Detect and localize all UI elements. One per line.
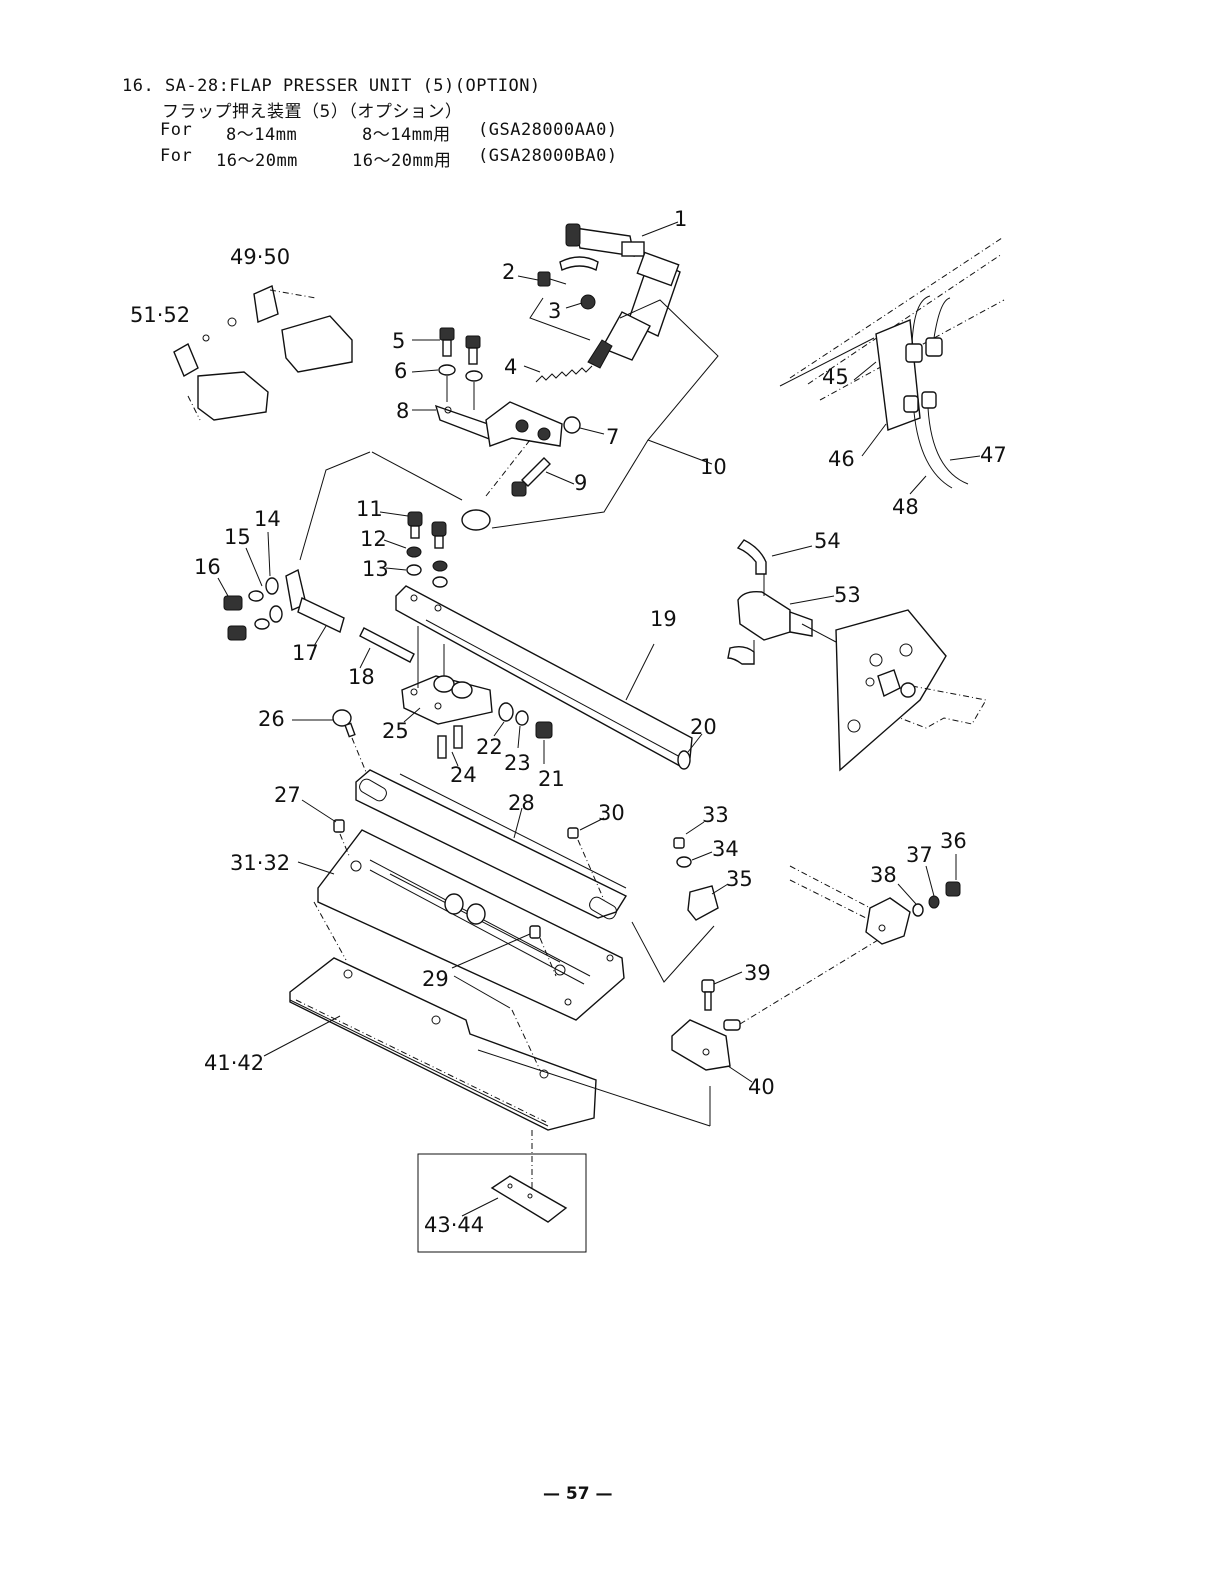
valve-assembly-45-48 [790, 238, 1004, 488]
washer-34 [677, 857, 691, 867]
nut-7 [564, 417, 580, 433]
washer-23 [516, 711, 528, 725]
bracket-8 [436, 402, 562, 446]
label-13: 13 [362, 557, 389, 581]
screw-33 [674, 838, 684, 848]
label-4: 4 [504, 355, 517, 379]
screw-5-a [440, 328, 454, 356]
detail-51-52 [174, 335, 268, 420]
screw-2 [538, 272, 566, 286]
washer-12 [407, 547, 421, 557]
label-29: 29 [422, 967, 449, 991]
washer-6-b [466, 371, 482, 381]
plate-43-44 [492, 1176, 566, 1222]
label-5: 5 [392, 329, 405, 353]
bracket-35 [688, 886, 718, 920]
label-7: 7 [606, 425, 619, 449]
label-53: 53 [834, 583, 861, 607]
label-16: 16 [194, 555, 221, 579]
label-33: 33 [702, 803, 729, 827]
label-36: 36 [940, 829, 967, 853]
label-39: 39 [744, 961, 771, 985]
label-3: 3 [548, 299, 561, 323]
washer-6-a [439, 365, 455, 375]
label-54: 54 [814, 529, 841, 553]
block-25 [402, 676, 492, 724]
label-49-50: 49·50 [230, 245, 290, 269]
label-23: 23 [504, 751, 531, 775]
washer-22 [499, 703, 513, 721]
screw-21 [536, 722, 552, 738]
label-12: 12 [360, 527, 387, 551]
screw-30 [568, 828, 578, 838]
label-47: 47 [980, 443, 1007, 467]
label-31-32: 31·32 [230, 851, 290, 875]
label-21: 21 [538, 767, 565, 791]
page-number: — 57 — [543, 1484, 613, 1504]
label-45: 45 [822, 365, 849, 389]
label-19: 19 [650, 607, 677, 631]
label-18: 18 [348, 665, 375, 689]
label-30: 30 [598, 801, 625, 825]
label-8: 8 [396, 399, 409, 423]
label-1: 1 [674, 207, 687, 231]
air-cylinder-assembly [560, 224, 680, 368]
label-6: 6 [394, 359, 407, 383]
label-51-52: 51·52 [130, 303, 190, 327]
screw-26 [333, 710, 355, 737]
label-15: 15 [224, 525, 251, 549]
screw-5-b [466, 336, 480, 364]
label-11: 11 [356, 497, 383, 521]
screw-9 [512, 458, 550, 496]
label-38: 38 [870, 863, 897, 887]
label-9: 9 [574, 471, 587, 495]
label-26: 26 [258, 707, 285, 731]
setscrew-24-a [438, 736, 446, 758]
label-40: 40 [748, 1075, 775, 1099]
label-41-42: 41·42 [204, 1051, 264, 1075]
label-28: 28 [508, 791, 535, 815]
screws-11 [408, 512, 446, 548]
label-27: 27 [274, 783, 301, 807]
bracket-40 [672, 980, 740, 1070]
detail-49-50 [228, 286, 352, 372]
nut-10 [462, 510, 490, 530]
label-43-44: 43·44 [424, 1213, 484, 1237]
washer-13 [407, 565, 421, 575]
nut-3 [581, 295, 595, 309]
label-22: 22 [476, 735, 503, 759]
label-37: 37 [906, 843, 933, 867]
label-14: 14 [254, 507, 281, 531]
label-2: 2 [502, 260, 515, 284]
label-20: 20 [690, 715, 717, 739]
label-10: 10 [700, 455, 727, 479]
valve-assembly-53-54 [728, 540, 986, 770]
label-48: 48 [892, 495, 919, 519]
label-46: 46 [828, 447, 855, 471]
screw-29 [530, 926, 540, 938]
inset-box-43-44 [418, 1154, 586, 1252]
label-24: 24 [450, 763, 477, 787]
spring-4 [536, 366, 592, 382]
label-34: 34 [712, 837, 739, 861]
label-17: 17 [292, 641, 319, 665]
setscrew-24-b [454, 726, 462, 748]
shaft-assembly-17-18 [224, 570, 414, 662]
label-25: 25 [382, 719, 409, 743]
label-35: 35 [726, 867, 753, 891]
